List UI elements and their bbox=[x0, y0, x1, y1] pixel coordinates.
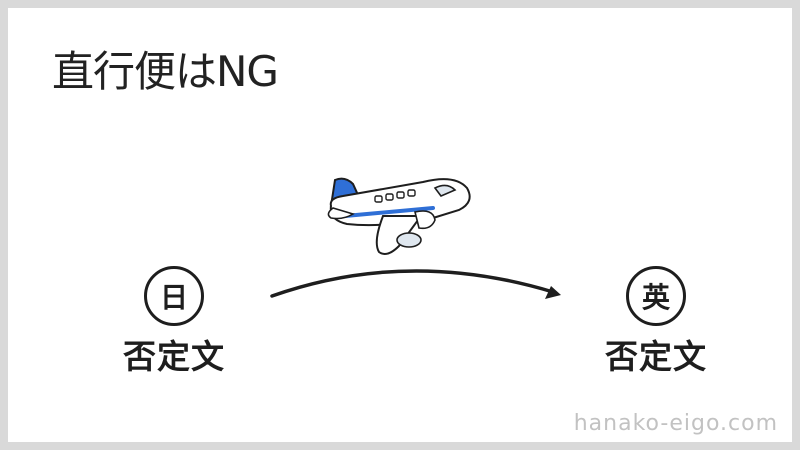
japanese-node: 日 否定文 bbox=[104, 266, 244, 378]
english-badge: 英 bbox=[626, 266, 686, 326]
airplane-icon bbox=[327, 177, 471, 255]
slide: 直行便はNG 日 否定文 英 否定文 hanako-eigo.com bbox=[8, 8, 792, 442]
watermark: hanako-eigo.com bbox=[573, 411, 778, 436]
japanese-label: 否定文 bbox=[123, 337, 225, 376]
english-node: 英 否定文 bbox=[586, 266, 726, 378]
english-label: 否定文 bbox=[605, 337, 707, 376]
page-title: 直行便はNG bbox=[52, 47, 279, 96]
japanese-badge: 日 bbox=[144, 266, 204, 326]
curved-arrow-icon bbox=[270, 269, 561, 299]
